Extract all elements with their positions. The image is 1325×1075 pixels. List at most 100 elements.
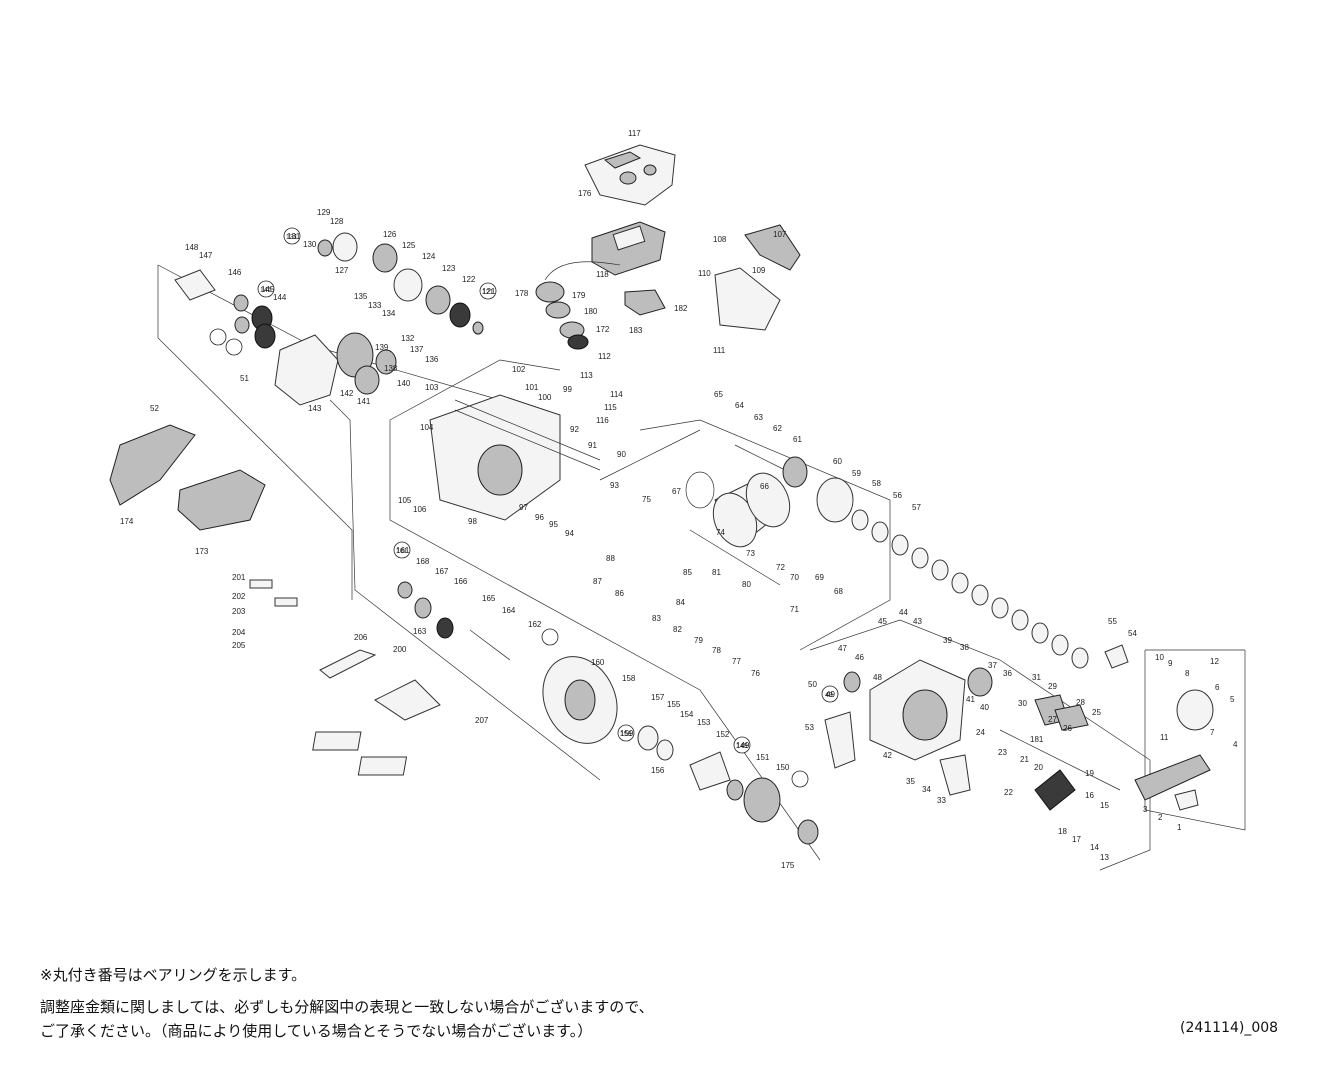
bearing-49 bbox=[821, 685, 839, 703]
part-label-42: 42 bbox=[883, 751, 892, 760]
part-label-94: 94 bbox=[565, 529, 574, 538]
part-label-55: 55 bbox=[1108, 617, 1117, 626]
part-label-92: 92 bbox=[570, 425, 579, 434]
part-label-115: 115 bbox=[604, 403, 617, 412]
part-label-21: 21 bbox=[1020, 755, 1029, 764]
part-label-66: 66 bbox=[760, 482, 769, 491]
part-label-138: 138 bbox=[384, 364, 398, 373]
bearing-161-a bbox=[393, 541, 411, 559]
lower-left-parts bbox=[249, 579, 441, 776]
left-gear-cluster bbox=[174, 232, 484, 349]
part-label-165: 165 bbox=[482, 594, 496, 603]
part-label-44: 44 bbox=[899, 608, 908, 617]
part-label-20: 20 bbox=[1034, 763, 1043, 772]
part-label-24: 24 bbox=[976, 728, 985, 737]
part-label-107: 107 bbox=[773, 230, 787, 239]
part-label-110: 110 bbox=[698, 269, 711, 278]
part-label-83: 83 bbox=[652, 614, 661, 623]
part-label-23a: 23 bbox=[998, 748, 1007, 757]
switch-parts bbox=[1034, 694, 1089, 731]
part-label-80: 80 bbox=[742, 580, 751, 589]
part-label-179: 179 bbox=[572, 291, 586, 300]
part-label-156: 156 bbox=[651, 766, 665, 775]
part-label-57: 57 bbox=[912, 503, 921, 512]
part-label-22: 22 bbox=[1004, 788, 1013, 797]
main-frame bbox=[429, 394, 601, 521]
handle-assembly bbox=[1134, 689, 1214, 811]
part-label-168: 168 bbox=[416, 557, 430, 566]
part-label-162: 162 bbox=[528, 620, 542, 629]
part-label-50: 50 bbox=[808, 680, 817, 689]
part-label-90: 90 bbox=[617, 450, 626, 459]
part-label-2: 2 bbox=[1158, 813, 1163, 822]
part-label-63: 63 bbox=[754, 413, 763, 422]
part-label-127: 127 bbox=[335, 266, 349, 275]
part-label-11: 11 bbox=[1160, 733, 1169, 742]
bearing-label-149: 149 bbox=[736, 743, 748, 750]
part-label-175: 175 bbox=[781, 861, 795, 870]
bearing-145-b bbox=[209, 328, 227, 346]
side-plate-143 bbox=[274, 332, 397, 406]
part-label-163: 163 bbox=[413, 627, 427, 636]
part-label-8: 8 bbox=[1185, 669, 1190, 678]
part-label-106: 106 bbox=[413, 505, 427, 514]
bearing-label-131: 131 bbox=[286, 234, 298, 241]
part-label-6: 6 bbox=[1215, 683, 1220, 692]
part-label-70: 70 bbox=[790, 573, 799, 582]
bearing-121 bbox=[479, 282, 497, 300]
part-label-61: 61 bbox=[793, 435, 802, 444]
part-label-101: 101 bbox=[525, 383, 539, 392]
part-label-167: 167 bbox=[435, 567, 449, 576]
part-label-38: 38 bbox=[960, 643, 969, 652]
part-label-203: 203 bbox=[232, 607, 246, 616]
part-label-40: 40 bbox=[980, 703, 989, 712]
bearing-label-49: 49 bbox=[825, 692, 833, 699]
part-label-181: 181 bbox=[1030, 735, 1044, 744]
part-label-93: 93 bbox=[610, 481, 619, 490]
display-unit bbox=[591, 221, 666, 276]
part-label-159: 159 bbox=[620, 729, 634, 738]
bearing-note: ※丸付き番号はベアリングを示します。 bbox=[40, 966, 307, 984]
part-label-158: 158 bbox=[622, 674, 636, 683]
bracket-107 bbox=[744, 224, 801, 271]
levers bbox=[824, 711, 1076, 811]
part-label-105: 105 bbox=[398, 496, 412, 505]
part-label-36: 36 bbox=[1003, 669, 1012, 678]
part-label-118: 118 bbox=[596, 270, 609, 279]
part-label-5: 5 bbox=[1230, 695, 1235, 704]
exploded-parts-diagram: 1 2 3 4 5 6 7 8 9 10 11 12 13 14 15 16 1… bbox=[109, 129, 1246, 871]
bearing-161-b bbox=[541, 628, 559, 646]
part-label-41: 41 bbox=[966, 695, 975, 704]
part-label-126: 126 bbox=[383, 230, 397, 239]
part-label-72: 72 bbox=[776, 563, 785, 572]
part-label-134: 134 bbox=[382, 309, 396, 318]
part-label-13: 13 bbox=[1100, 853, 1109, 862]
part-label-45: 45 bbox=[878, 617, 887, 626]
bearing-159 bbox=[617, 724, 635, 742]
part-label-26: 26 bbox=[1063, 724, 1072, 733]
part-label-146: 146 bbox=[228, 268, 242, 277]
part-label-85: 85 bbox=[683, 568, 692, 577]
part-label-25: 25 bbox=[1092, 708, 1101, 717]
diagram-code: (241114)_008 bbox=[1180, 1020, 1279, 1036]
part-label-152: 152 bbox=[716, 730, 730, 739]
part-label-91: 91 bbox=[588, 441, 597, 450]
part-label-96: 96 bbox=[535, 513, 544, 522]
switch-182 bbox=[624, 289, 666, 316]
part-label-77: 77 bbox=[732, 657, 741, 666]
part-label-123: 123 bbox=[442, 264, 456, 273]
part-label-10: 10 bbox=[1155, 653, 1164, 662]
part-label-87: 87 bbox=[593, 577, 602, 586]
part-label-49: 49 bbox=[826, 690, 835, 699]
part-label-131: 131 bbox=[287, 232, 301, 241]
part-label-132: 132 bbox=[401, 334, 415, 343]
side-covers bbox=[109, 424, 266, 531]
part-label-74: 74 bbox=[716, 528, 725, 537]
part-label-136: 136 bbox=[425, 355, 439, 364]
part-label-113: 113 bbox=[580, 371, 593, 380]
part-label-204: 204 bbox=[232, 628, 246, 637]
part-label-129: 129 bbox=[317, 208, 331, 217]
part-label-31: 31 bbox=[1032, 673, 1041, 682]
part-label-205: 205 bbox=[232, 641, 246, 650]
part-label-12: 12 bbox=[1210, 657, 1219, 666]
